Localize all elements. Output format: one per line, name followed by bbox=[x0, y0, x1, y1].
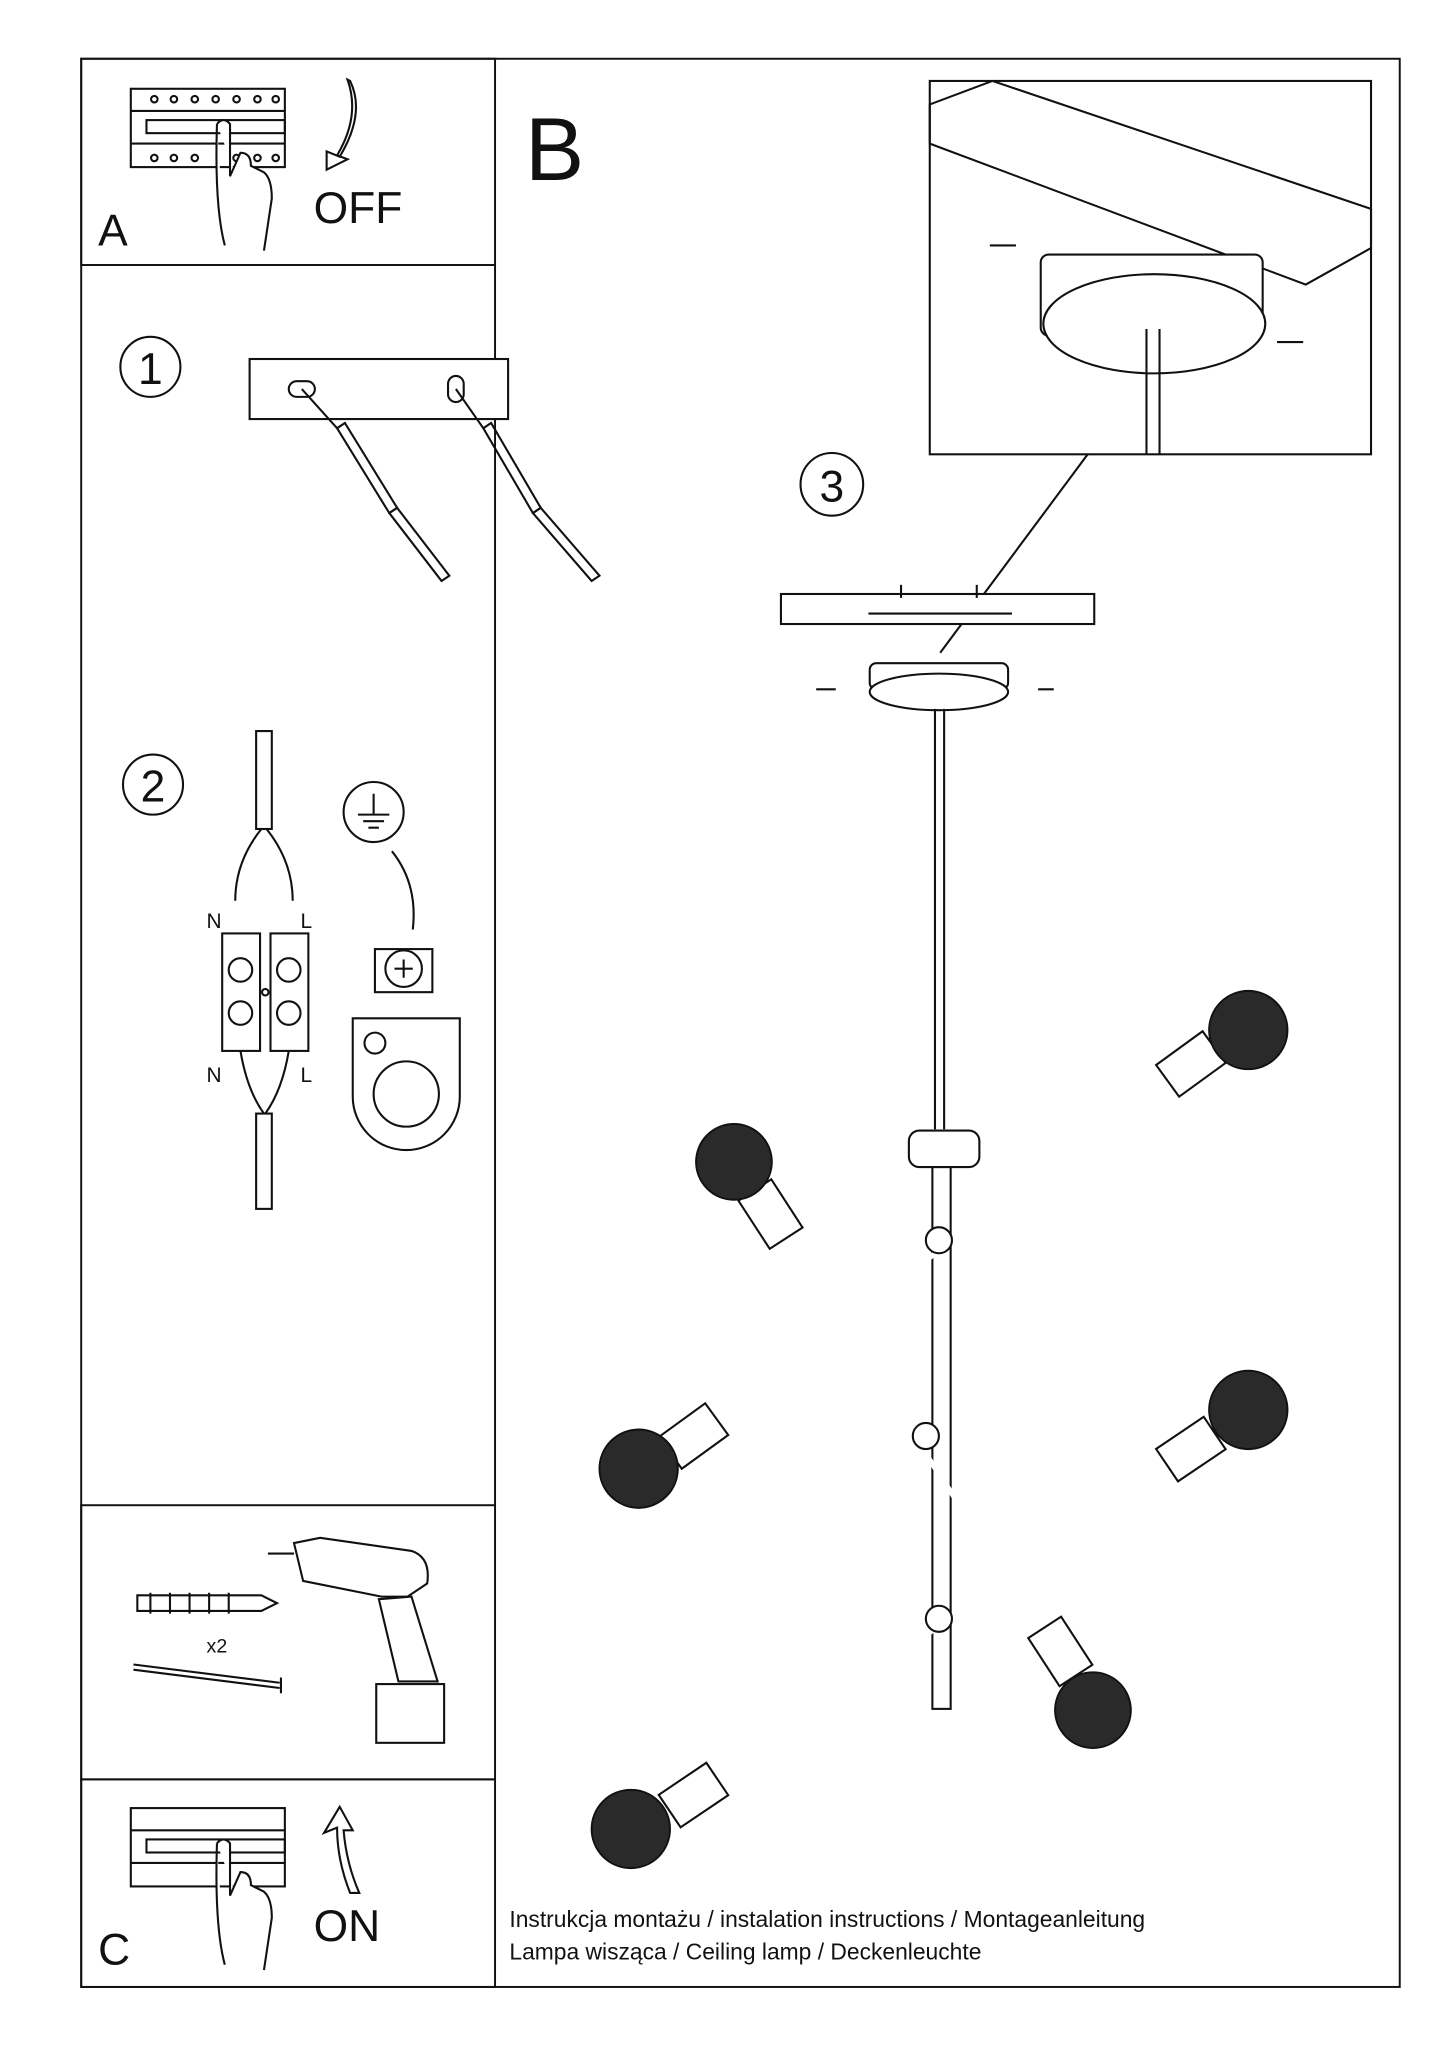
arrow-down-icon bbox=[325, 77, 358, 172]
step-2: 2 N L N L bbox=[121, 730, 461, 1210]
wall-plug-icon bbox=[301, 388, 602, 583]
bulb bbox=[598, 1428, 679, 1509]
ground-terminal bbox=[342, 780, 461, 1152]
arrow-up-icon bbox=[321, 1804, 361, 1894]
hand-icon bbox=[215, 1838, 273, 1971]
terminal-block: N L N L bbox=[207, 730, 313, 1210]
bulb bbox=[695, 1123, 773, 1201]
panel-a-frame bbox=[80, 57, 497, 266]
bulb bbox=[590, 1788, 671, 1870]
panel-c-frame bbox=[80, 1778, 497, 1988]
breaker-icon bbox=[129, 1807, 286, 1888]
quantity-label: x2 bbox=[207, 1636, 228, 1658]
footer-line-2: Lampa wisząca / Ceiling lamp / Deckenleu… bbox=[509, 1939, 981, 1965]
drill-icon bbox=[267, 1536, 446, 1744]
panel-a-letter: A bbox=[98, 206, 128, 255]
bulb bbox=[1054, 1671, 1132, 1750]
screw-icon bbox=[133, 1663, 282, 1694]
step-1-number: 1 bbox=[138, 345, 163, 394]
bulb bbox=[1208, 989, 1289, 1071]
footer-line-1: Instrukcja montażu / instalation instruc… bbox=[509, 1906, 1145, 1932]
mounting-bracket bbox=[248, 357, 510, 421]
bulb bbox=[1208, 1369, 1289, 1451]
panel-a-label: OFF bbox=[314, 184, 403, 233]
step-1: 1 bbox=[119, 335, 602, 583]
wall-plug-icon bbox=[136, 1594, 280, 1613]
panel-a: OFF A bbox=[98, 77, 403, 255]
ceiling-mount-detail bbox=[928, 79, 1373, 456]
step-3-number: 3 bbox=[820, 462, 845, 511]
outer-frame bbox=[80, 57, 1401, 1988]
neutral-label-bottom: N bbox=[207, 1064, 222, 1087]
live-label-bottom: L bbox=[301, 1064, 313, 1087]
neutral-label-top: N bbox=[207, 910, 222, 933]
step-2-number: 2 bbox=[141, 763, 166, 812]
ceiling-lamp-illustration bbox=[590, 584, 1289, 1870]
tools-panel: x2 bbox=[133, 1536, 446, 1744]
panel-c-label: ON bbox=[314, 1902, 381, 1951]
breaker-icon bbox=[129, 87, 286, 169]
panel-c: ON C bbox=[98, 1804, 381, 1975]
ground-icon bbox=[342, 780, 405, 844]
hand-icon bbox=[215, 119, 273, 251]
panel-c-letter: C bbox=[98, 1926, 130, 1975]
live-label-top: L bbox=[301, 910, 313, 933]
panel-b-letter: B bbox=[525, 100, 584, 199]
